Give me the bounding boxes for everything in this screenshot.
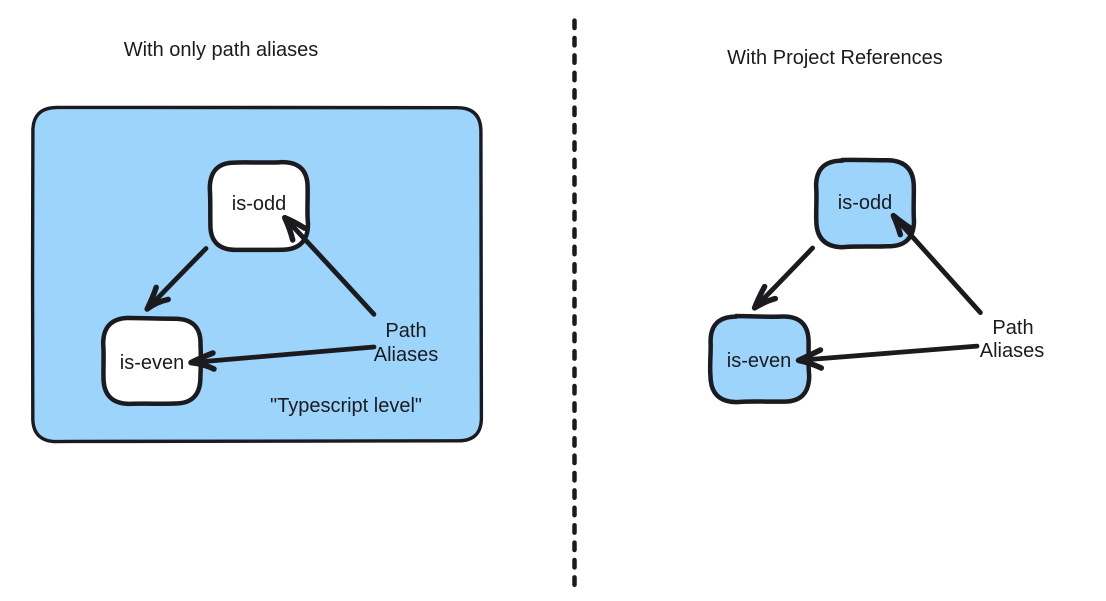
svg-text:With only path aliases: With only path aliases xyxy=(124,39,319,61)
svg-text:is-even: is-even xyxy=(120,352,184,374)
svg-text:Aliases: Aliases xyxy=(980,340,1044,362)
svg-text:is-even: is-even xyxy=(727,350,791,372)
svg-text:With Project References: With Project References xyxy=(727,47,943,69)
svg-text:Path: Path xyxy=(385,320,426,342)
svg-text:is-odd: is-odd xyxy=(232,193,286,215)
svg-text:is-odd: is-odd xyxy=(838,192,892,214)
svg-text:"Typescript level": "Typescript level" xyxy=(270,395,422,417)
svg-text:Path: Path xyxy=(992,317,1033,339)
svg-text:Aliases: Aliases xyxy=(374,344,438,366)
